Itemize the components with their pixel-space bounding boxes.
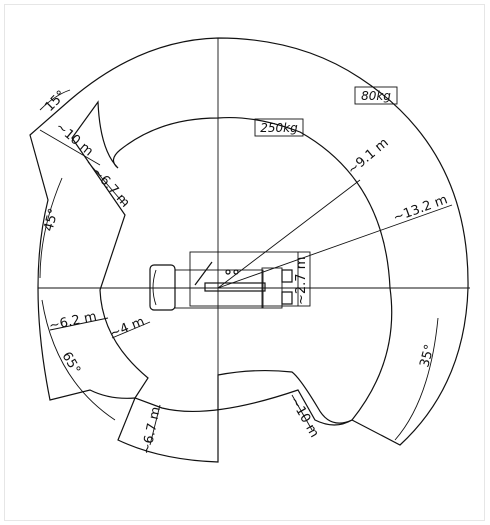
dim-line-132 — [217, 204, 453, 289]
angle-arc-35 — [394, 317, 439, 441]
dim-line-4 — [111, 321, 151, 339]
dim-4-label: ~4 m — [108, 314, 147, 341]
dim-10-top-label: ~10 m — [52, 120, 96, 160]
vehicle-outrigger-frame — [189, 251, 311, 307]
vehicle-marker-1 — [225, 269, 231, 275]
vehicle-chassis — [174, 269, 264, 309]
vehicle-cab — [149, 264, 176, 311]
vehicle-boom-arm — [194, 261, 213, 286]
dim-line-67-bot — [149, 404, 161, 446]
outer-envelope — [29, 37, 469, 463]
dim-line-10-top — [39, 129, 101, 166]
outer-load-box — [354, 86, 398, 105]
vehicle-turret — [261, 267, 283, 309]
dim-line-67-top — [87, 161, 126, 206]
angle-arc-65 — [41, 299, 116, 421]
dim-line-10-bot — [291, 394, 313, 431]
vehicle-rear-block-bottom — [281, 291, 293, 305]
vehicle-marker-2 — [233, 269, 239, 275]
vehicle-top-view — [149, 251, 311, 311]
dim-67-top-label: ~6.7 m — [89, 165, 133, 211]
dim-91-label: ~9.1 m — [345, 135, 392, 178]
dim-10-bot-label: ~10 m — [287, 395, 322, 441]
dim-67-bot-label: ~6.7 m — [139, 405, 164, 455]
dim-line-91 — [217, 179, 361, 289]
vehicle-boom — [204, 282, 266, 292]
vehicle-rear-block-top — [281, 269, 293, 283]
vehicle-windshield — [152, 269, 157, 306]
dim-62-label: ~6.2 m — [48, 309, 98, 334]
angle-arc-45 — [39, 177, 63, 279]
outer-load-label: 80kg — [361, 89, 391, 103]
angle-65-label: 65° — [59, 350, 84, 377]
dim-line-62 — [49, 317, 109, 331]
inner-load-box — [254, 118, 304, 137]
angle-45-label: 45° — [41, 207, 61, 233]
angle-arc-15 — [39, 89, 71, 111]
diagram-frame — [4, 4, 485, 521]
inner-load-label: 250kg — [260, 121, 298, 135]
dim-27-label: ~2.7 m — [294, 257, 309, 305]
dim-132-label: ~13.2 m — [391, 192, 449, 225]
angle-35-label: 35° — [417, 343, 437, 369]
inner-envelope — [71, 100, 393, 426]
